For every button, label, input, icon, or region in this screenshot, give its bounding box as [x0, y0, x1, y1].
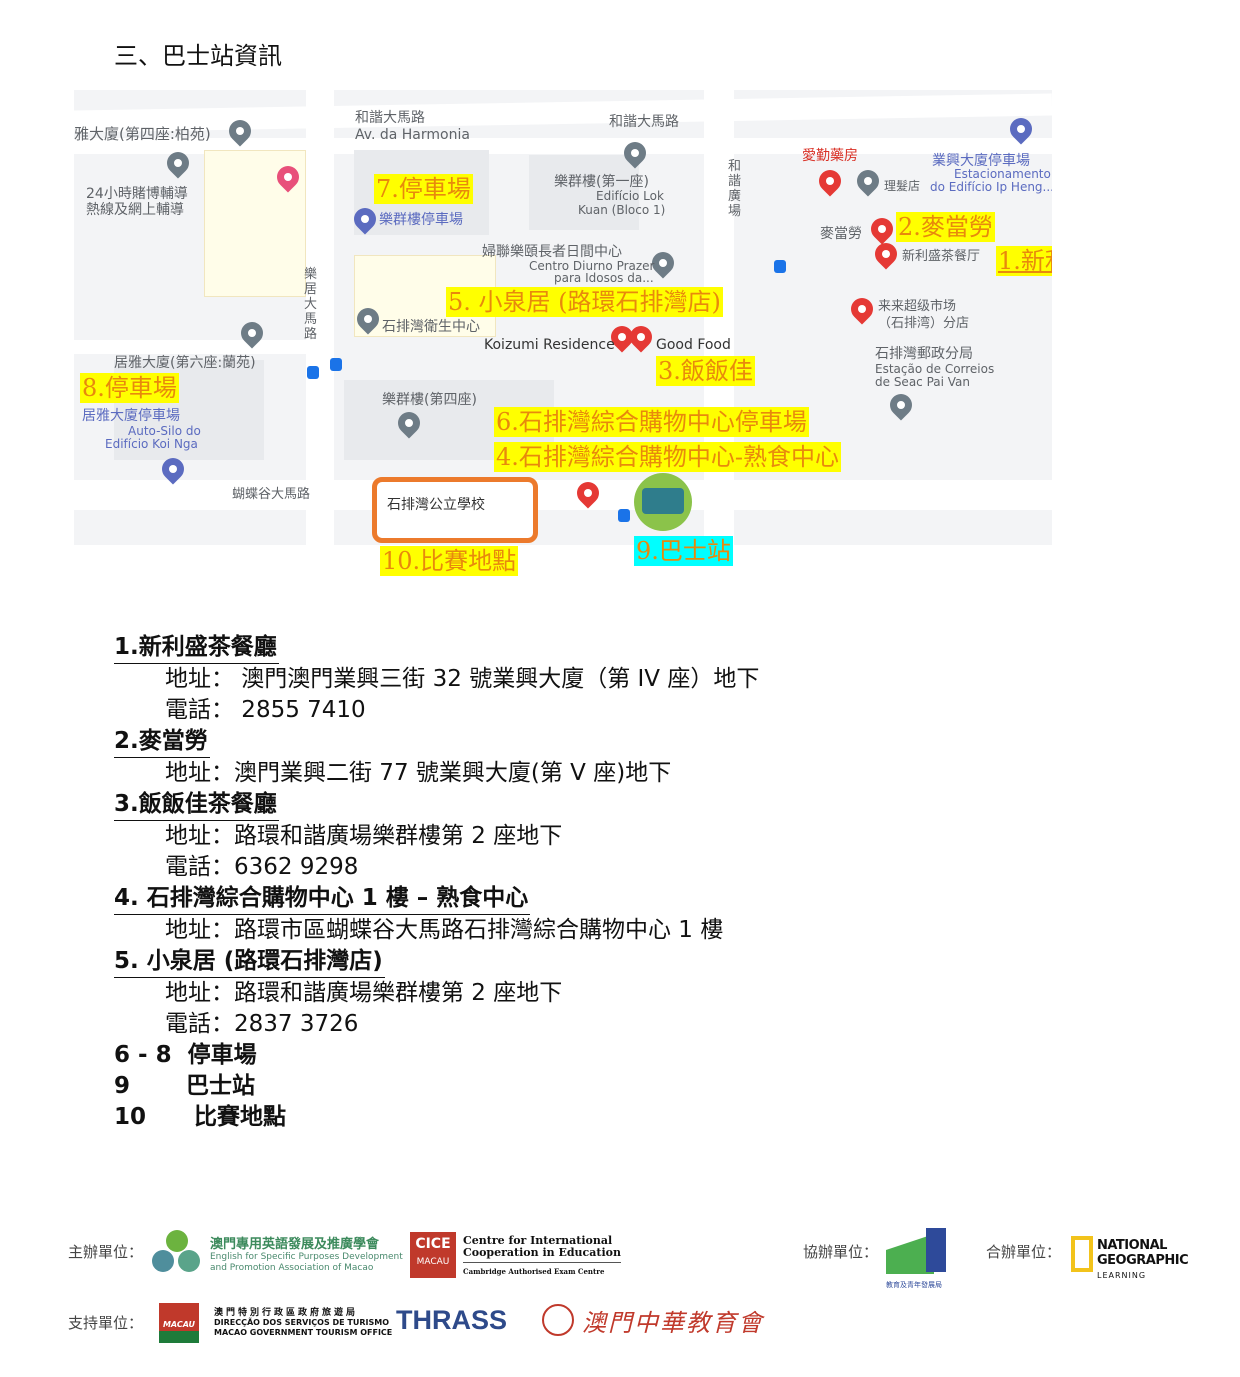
extra-item: 9 巴士站	[114, 1073, 256, 1099]
map-label: 理髮店	[884, 179, 921, 193]
map-label: Estação de Correios	[875, 362, 995, 376]
natgeo-text: GEOGRAPHIC	[1097, 1253, 1189, 1268]
item-heading: 2.麥當勞	[114, 726, 210, 758]
map-image: 雅大廈(第四座:柏苑) 24小時賭博輔導 熱線及網上輔導 和諧大馬路 Av. d…	[74, 90, 1052, 545]
extra-item: 10 比賽地點	[114, 1104, 287, 1130]
item-heading: 3.飯飯佳茶餐廳	[114, 789, 279, 821]
item-phone: 電話：2837 3726	[165, 1011, 359, 1037]
map-label: 雅大廈(第四座:柏苑)	[74, 125, 211, 143]
mgto-name-pt: DIRECÇÃO DOS SERVIÇOS DE TURISMO	[214, 1318, 390, 1327]
map-label: 蝴蝶谷大馬路	[232, 487, 311, 502]
organizer-label: 主辦單位：	[68, 1243, 144, 1261]
map-label: 麥當勞	[820, 226, 862, 242]
map-label: de Seac Pai Van	[875, 375, 971, 389]
map-label: 新利盛茶餐厅	[902, 249, 981, 264]
map-tag-1: 1.新利盛	[996, 246, 1052, 276]
map-label: 来来超级市场	[878, 299, 957, 314]
map-label: 婦聯樂頤長者日間中心	[482, 244, 622, 260]
map-tag-4: 4.石排灣綜合購物中心-熟食中心	[494, 442, 842, 472]
section-title: 三、巴士站資訊	[114, 42, 282, 70]
co-organizer-label: 協辦單位：	[803, 1243, 879, 1261]
natgeo-text: NATIONAL	[1097, 1238, 1167, 1253]
location-list: 1.新利盛茶餐廳 地址： 澳門澳門業興三街 32 號業興大廈（第 IV 座）地下…	[114, 632, 759, 1133]
item-heading: 4. 石排灣綜合購物中心 1 樓 – 熟食中心	[114, 883, 531, 915]
item-address: 地址：路環和諧廣場樂群樓第 2 座地下	[165, 980, 563, 1006]
map-label: Centro Diurno Prazer	[529, 259, 655, 273]
org1-name-cn: 澳門專用英語發展及推廣學會	[210, 1237, 380, 1252]
org1-name-en: and Promotion Association of Macao	[210, 1263, 374, 1273]
map-label: 和諧大馬路	[609, 114, 679, 130]
map-tag-6: 6.石排灣綜合購物中心停車場	[494, 407, 809, 437]
cice-logo: CICE MACAU	[410, 1232, 456, 1278]
map-label: Edifício Koi Nga	[105, 437, 198, 451]
map-label: 居雅大廈停車場	[82, 408, 180, 424]
map-label: （石排湾）分店	[878, 316, 970, 331]
map-label: 愛勤藥房	[802, 148, 858, 164]
thrass-logo: THRASS	[396, 1305, 508, 1335]
map-tag-3: 3.飯飯佳	[656, 356, 755, 386]
map-label: 樂群樓(第四座)	[382, 392, 477, 408]
map-label: 石排灣郵政分局	[875, 346, 973, 362]
map-label: 和諧大馬路	[355, 110, 425, 126]
cice-logo-text: MACAU	[416, 1257, 450, 1267]
item-heading: 5. 小泉居 (路環石排灣店)	[114, 946, 385, 978]
cice-name: Cooperation in Education	[463, 1246, 621, 1263]
map-label: 樂居大馬路	[304, 267, 318, 342]
map-tag-9: 9.巴士站	[634, 536, 733, 566]
map-label: 居雅大廈(第六座:蘭苑)	[114, 355, 256, 371]
map-label: 和諧廣場	[728, 159, 742, 219]
map-tag-7: 7.停車場	[374, 174, 473, 204]
item-address: 地址： 澳門澳門業興三街 32 號業興大廈（第 IV 座）地下	[165, 666, 760, 692]
map-label: 石排灣衛生中心	[382, 319, 480, 335]
item-address: 地址：路環市區蝴蝶谷大馬路石排灣綜合購物中心 1 樓	[165, 917, 724, 943]
dsedj-logo	[886, 1216, 946, 1280]
map-label: Av. da Harmonia	[355, 127, 470, 143]
map-label: 業興大廈停車場	[932, 153, 1030, 169]
item-heading: 1.新利盛茶餐廳	[114, 632, 279, 664]
espdpam-logo	[152, 1230, 204, 1274]
map-label: Good Food	[656, 337, 731, 353]
edu-assoc-name: 澳門中華教育會	[582, 1309, 764, 1337]
map-tag-5: 5. 小泉居 (路環石排灣店)	[446, 287, 723, 317]
cice-name: Centre for International	[463, 1234, 613, 1247]
venue-highlight-box: 石排灣公立學校	[372, 477, 538, 543]
map-label: Edifício Lok	[596, 189, 664, 203]
dsedj-name: 教育及青年發展局	[886, 1281, 942, 1289]
mgto-logo: MACAU	[159, 1303, 199, 1343]
item-phone: 電話： 2855 7410	[165, 697, 366, 723]
map-label: Kuan (Bloco 1)	[578, 203, 666, 217]
map-label: 24小時賭博輔導 熱線及網上輔導	[86, 186, 188, 219]
map-label: do Edifício Ip Heng...	[930, 180, 1052, 194]
cice-logo-text: CICE	[415, 1236, 451, 1252]
map-tag-2: 2.麥當勞	[896, 212, 995, 242]
natgeo-logo	[1071, 1236, 1093, 1272]
map-label: Auto-Silo do	[128, 424, 201, 438]
org1-name-en: English for Specific Purposes Developmen…	[210, 1252, 403, 1262]
map-label: 樂群樓(第一座)	[554, 174, 649, 190]
joint-organizer-label: 合辦單位：	[986, 1243, 1062, 1261]
mgto-name-en: MACAO GOVERNMENT TOURISM OFFICE	[214, 1328, 393, 1337]
mgto-logo-text: MACAU	[162, 1320, 196, 1329]
item-address: 地址：路環和諧廣場樂群樓第 2 座地下	[165, 823, 563, 849]
school-label: 石排灣公立學校	[387, 497, 485, 513]
map-label: 樂群樓停車場	[379, 212, 463, 228]
support-label: 支持單位：	[68, 1314, 144, 1332]
map-label: Koizumi Residence	[484, 337, 615, 353]
natgeo-text: LEARNING	[1097, 1271, 1147, 1280]
mgto-name-cn: 澳門特別行政區政府旅遊局	[214, 1308, 359, 1318]
item-address: 地址：澳門業興二街 77 號業興大廈(第 V 座)地下	[165, 760, 672, 786]
map-label: Estacionamento	[954, 167, 1051, 181]
bus-icon	[634, 473, 692, 531]
map-tag-10: 10.比賽地點	[380, 546, 519, 576]
item-phone: 電話：6362 9298	[165, 854, 359, 880]
extra-item: 6 - 8 停車場	[114, 1042, 257, 1068]
edu-assoc-emblem	[542, 1304, 574, 1336]
map-label: para Idosos da...	[554, 271, 654, 285]
cice-sub: Cambridge Authorised Exam Centre	[463, 1267, 605, 1276]
map-tag-8: 8.停車場	[80, 373, 179, 403]
natgeo-name: NATIONAL GEOGRAPHIC LEARNING	[1097, 1238, 1189, 1283]
